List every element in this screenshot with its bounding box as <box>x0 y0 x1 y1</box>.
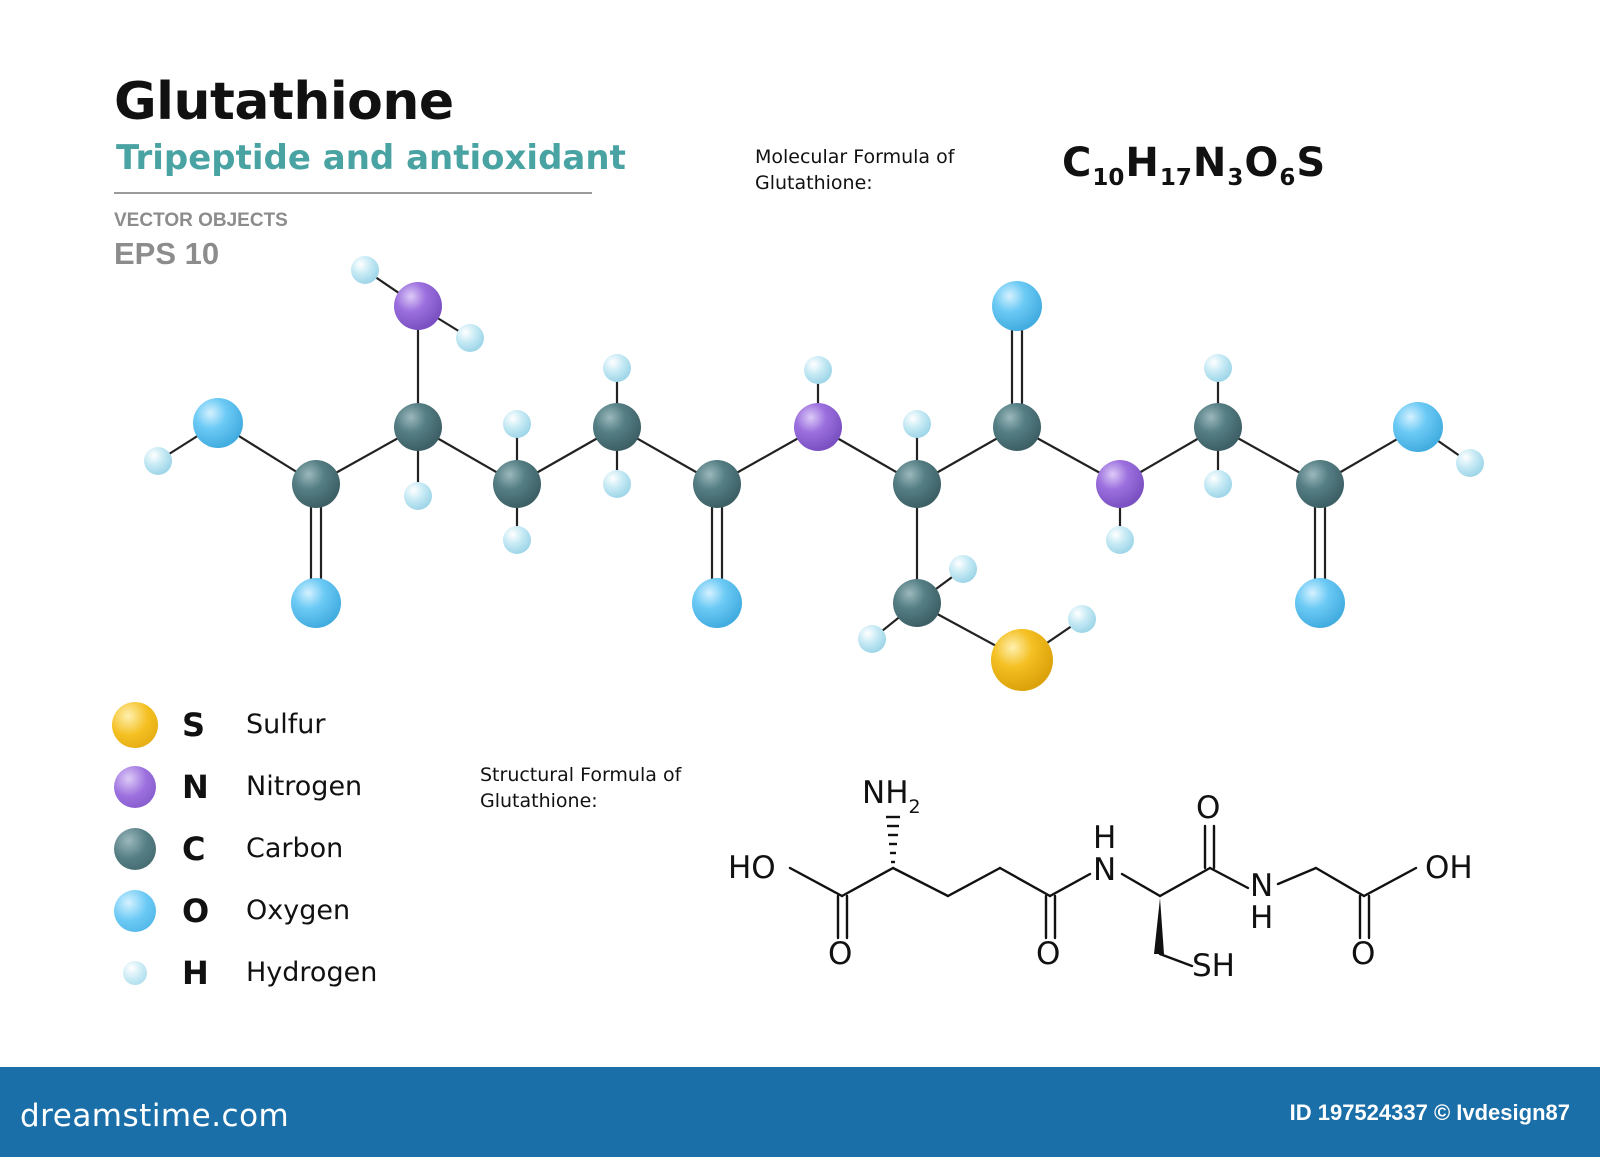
nitrogen-atom <box>394 282 442 330</box>
formula-count: 10 <box>1092 165 1125 191</box>
legend-item-oxygen: O Oxygen <box>112 886 472 936</box>
oxygen-atom <box>291 578 341 628</box>
oxygen-label: O <box>1036 936 1060 972</box>
hydrogen-atom <box>351 256 379 284</box>
carbon-ball-icon <box>114 828 156 870</box>
formula-element: C <box>1062 140 1092 186</box>
oxygen-label: O <box>828 936 852 972</box>
solid-wedge-bond <box>1154 898 1164 954</box>
carbon-atom <box>893 460 941 508</box>
title-divider <box>114 192 592 194</box>
nh2-label: NH2 <box>862 775 921 818</box>
brand-logo[interactable]: dreamstime.com <box>20 1098 290 1134</box>
legend-name: Carbon <box>246 833 344 864</box>
hydrogen-atom <box>503 410 531 438</box>
sulfur-ball-icon <box>112 702 158 748</box>
legend-name: Hydrogen <box>246 957 378 988</box>
formula-count: 17 <box>1159 165 1192 191</box>
legend-name: Sulfur <box>246 709 326 740</box>
hydrogen-atom <box>456 324 484 352</box>
oh-label: OH <box>1425 850 1473 886</box>
ball-and-stick-model <box>144 256 1484 691</box>
oxygen-atom <box>193 398 243 448</box>
hydrogen-atom <box>903 410 931 438</box>
carbon-atom <box>1194 403 1242 451</box>
formula-count: 6 <box>1279 165 1296 191</box>
nh-n-label: N <box>1093 852 1116 888</box>
hydrogen-atom <box>949 555 977 583</box>
formula-element: S <box>1296 140 1326 186</box>
molecular-formula: C10H17N3O6S <box>1062 140 1325 191</box>
molecular-formula-label: Molecular Formula of Glutathione: <box>755 146 955 194</box>
carbon-atom <box>292 460 340 508</box>
oxygen-atom <box>692 578 742 628</box>
legend-item-nitrogen: N Nitrogen <box>112 762 472 812</box>
nitrogen-atom <box>1096 460 1144 508</box>
legend-name: Nitrogen <box>246 771 363 802</box>
carbon-atom <box>493 460 541 508</box>
carbon-atom <box>593 403 641 451</box>
legend-symbol: C <box>182 830 206 868</box>
sulfur-atom <box>991 629 1053 691</box>
eps-label: EPS 10 <box>114 236 220 271</box>
hydrogen-atom <box>144 447 172 475</box>
hydrogen-atom <box>1204 354 1232 382</box>
hydrogen-atom <box>503 526 531 554</box>
hydrogen-atom <box>1204 470 1232 498</box>
nitrogen-atom <box>794 403 842 451</box>
ho-label: HO <box>728 850 776 886</box>
oxygen-ball-icon <box>114 890 156 932</box>
oxygen-atom <box>992 281 1042 331</box>
structural-formula-drawing: NH2 HO O O H N O N H O OH SH <box>728 775 1473 984</box>
hydrogen-atom <box>603 354 631 382</box>
hydrogen-atom <box>858 625 886 653</box>
legend-symbol: O <box>182 892 210 930</box>
carbon-atom <box>394 403 442 451</box>
nitrogen-ball-icon <box>114 766 156 808</box>
hydrogen-atom <box>1068 605 1096 633</box>
nh-h-label: H <box>1093 820 1116 856</box>
structural-formula-label: Structural Formula of Glutathione: <box>480 764 682 812</box>
hydrogen-atom <box>1456 449 1484 477</box>
nh-h-label: H <box>1250 900 1273 936</box>
footer-bar <box>0 1067 1600 1157</box>
carbon-atom <box>693 460 741 508</box>
legend-symbol: N <box>182 768 209 806</box>
formula-element: O <box>1244 140 1279 186</box>
oxygen-atom <box>1295 578 1345 628</box>
carbon-atom <box>1296 460 1344 508</box>
formula-element: H <box>1125 140 1159 186</box>
nh-n-label: N <box>1250 868 1273 904</box>
legend-symbol: S <box>182 706 206 744</box>
hydrogen-atom <box>804 356 832 384</box>
oxygen-label: O <box>1196 790 1220 826</box>
hydrogen-ball-icon <box>123 961 147 985</box>
carbon-atom <box>893 579 941 627</box>
legend-item-hydrogen: H Hydrogen <box>112 948 472 998</box>
hydrogen-atom <box>404 482 432 510</box>
hydrogen-atom <box>1106 526 1134 554</box>
legend-item-carbon: C Carbon <box>112 824 472 874</box>
page-subtitle: Tripeptide and antioxidant <box>116 138 626 178</box>
sh-label: SH <box>1192 948 1235 984</box>
formula-element: N <box>1192 140 1227 186</box>
page-title: Glutathione <box>114 72 454 132</box>
legend-item-sulfur: S Sulfur <box>112 700 472 750</box>
vector-objects-label: VECTOR OBJECTS <box>114 210 288 231</box>
model-atoms <box>144 256 1484 691</box>
legend-name: Oxygen <box>246 895 351 926</box>
oxygen-atom <box>1393 402 1443 452</box>
oxygen-label: O <box>1351 936 1375 972</box>
legend-symbol: H <box>182 954 209 992</box>
hashed-wedge-bond <box>886 815 900 864</box>
image-id: ID 197524337 © Ivdesign87 <box>1289 1100 1570 1125</box>
formula-count: 3 <box>1227 165 1244 191</box>
hydrogen-atom <box>603 470 631 498</box>
carbon-atom <box>993 403 1041 451</box>
